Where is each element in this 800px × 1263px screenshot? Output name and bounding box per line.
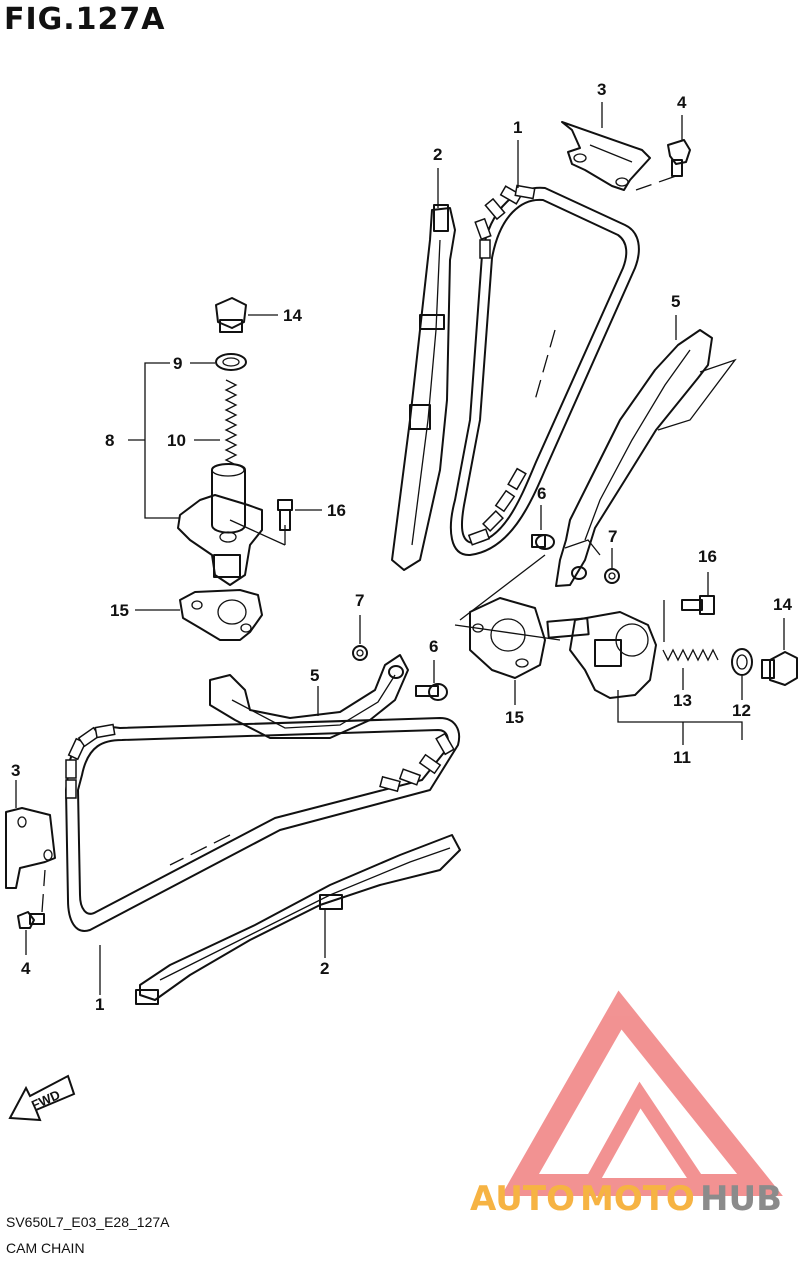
callout-16-left: 16 (327, 501, 346, 520)
upper-tension-guide (555, 329, 737, 587)
callout-6-upper: 6 (537, 484, 546, 503)
upper-chain-bracket (561, 121, 651, 191)
upper-chain-guide (391, 204, 456, 571)
tensioner-cap-bolt-right (761, 618, 798, 686)
watermark-text-auto: AUTO (470, 1179, 575, 1219)
callout-5-mid: 5 (310, 666, 319, 685)
fwd-arrow-icon: FWD (8, 1074, 76, 1122)
spring-right (662, 648, 719, 690)
upper-cam-chain (449, 184, 640, 557)
tensioner-gasket-right (469, 597, 546, 705)
tensioner-bolt-left (277, 499, 322, 531)
tensioner-body-left (177, 463, 286, 586)
lower-bracket-bolt (17, 869, 46, 955)
callout-7-mid: 7 (355, 591, 364, 610)
callout-16-upper: 16 (698, 547, 717, 566)
washer-upper (604, 548, 620, 584)
gasket-washer-left (190, 353, 247, 371)
callout-14-right: 14 (773, 595, 792, 614)
callout-15-left: 15 (110, 601, 129, 620)
callout-3-upper: 3 (597, 80, 606, 99)
callout-13: 13 (673, 691, 692, 710)
callout-2-lower: 2 (320, 959, 329, 978)
callout-1-lower: 1 (95, 995, 104, 1014)
tensioner-bolt-right (663, 572, 715, 642)
upper-bracket-bolt (635, 139, 691, 191)
lower-chain-bracket (5, 780, 56, 889)
tensioner-body-right (454, 554, 657, 699)
tensioner-cap-bolt-left (215, 297, 278, 333)
callout-8: 8 (105, 431, 114, 450)
callout-5-upper: 5 (671, 292, 680, 311)
callout-2-upper: 2 (433, 145, 442, 164)
watermark-text-hub: HUB (700, 1179, 782, 1219)
lower-tension-guide (209, 654, 409, 739)
callout-10: 10 (167, 431, 186, 450)
callout-4-lower: 4 (21, 959, 31, 978)
figure-title: FIG.127A (4, 2, 166, 37)
washer-lower (352, 615, 368, 661)
callout-6-mid: 6 (429, 637, 438, 656)
bracket-line-8 (128, 362, 180, 519)
callout-7-upper: 7 (608, 527, 617, 546)
spring-left (194, 379, 238, 466)
callout-labels: 1 2 3 4 5 6 7 16 14 9 8 10 16 15 7 6 5 1… (11, 80, 792, 1014)
callout-3-lower: 3 (11, 761, 20, 780)
callout-9: 9 (173, 354, 182, 373)
pivot-bolt-lower (415, 660, 448, 701)
fwd-label: FWD (29, 1087, 62, 1113)
tensioner-gasket-left (135, 589, 263, 641)
pivot-bolt-upper (531, 505, 555, 550)
callout-12: 12 (732, 701, 751, 720)
watermark-text-moto: MOTO (580, 1179, 695, 1219)
bracket-line-11 (617, 690, 743, 745)
callout-4-upper: 4 (677, 93, 687, 112)
lower-cam-chain (65, 717, 460, 995)
watermark-logo: AUTO MOTO HUB (470, 990, 783, 1219)
callout-1-upper: 1 (513, 118, 522, 137)
gasket-washer-right (731, 648, 753, 700)
figure-name: CAM CHAIN (6, 1240, 85, 1256)
lower-chain-guide (135, 834, 461, 1005)
callout-11: 11 (673, 748, 691, 767)
callout-14-left: 14 (283, 306, 302, 325)
figure-code: SV650L7_E03_E28_127A (6, 1214, 170, 1230)
callout-15-right: 15 (505, 708, 524, 727)
